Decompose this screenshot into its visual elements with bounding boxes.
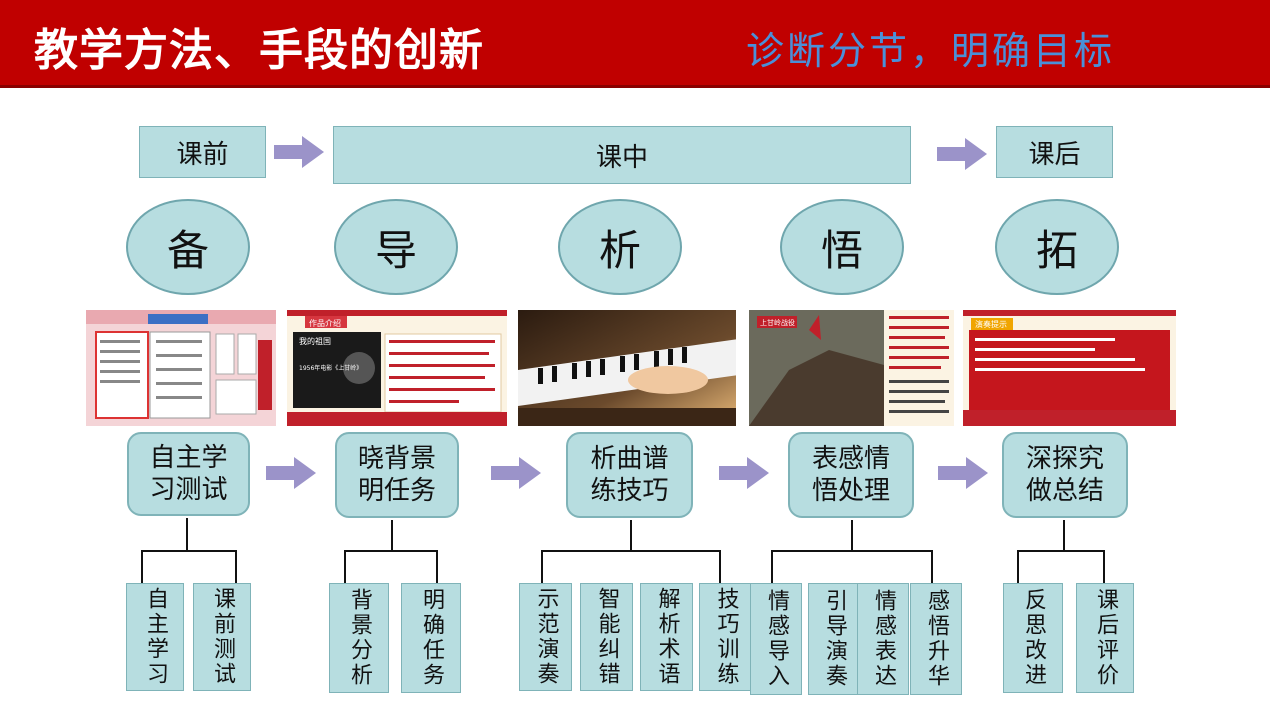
thumbnail-caption: 1956年电影《上甘岭》 <box>299 364 362 372</box>
sub-emotion-intro: 情感导入 <box>750 583 802 695</box>
sub-reflection: 反思改进 <box>1003 583 1063 693</box>
connector-line <box>630 520 632 551</box>
connector-line <box>1017 550 1019 583</box>
connector-line <box>931 550 933 583</box>
sub-emotion-expression: 情感表达 <box>857 583 909 695</box>
sub-after-class-evaluation: 课后评价 <box>1076 583 1134 693</box>
connector-line <box>541 550 721 552</box>
phase-after: 课后 <box>996 126 1113 178</box>
connector-line <box>719 550 721 583</box>
connector-line <box>141 550 143 583</box>
step-background-task: 晓背景明任务 <box>335 432 459 518</box>
stage-circle-guide: 导 <box>334 199 458 295</box>
arrow-icon <box>266 457 316 489</box>
arrow-icon <box>719 457 769 489</box>
sub-demonstration: 示范演奏 <box>519 583 572 691</box>
sub-pre-class-test: 课前测试 <box>193 583 251 691</box>
connector-line <box>1063 520 1065 551</box>
sub-background-analysis: 背景分析 <box>329 583 389 693</box>
connector-line <box>344 550 438 552</box>
connector-line <box>771 550 773 583</box>
step-emotion-handling: 表感情悟处理 <box>788 432 914 518</box>
step-self-study-test: 自主学习测试 <box>127 432 250 516</box>
stage-circle-analyze: 析 <box>558 199 682 295</box>
sub-guided-playing: 引导演奏 <box>808 583 860 695</box>
arrow-icon <box>274 136 324 168</box>
thumbnail-tag-text: 演奏提示 <box>975 319 1007 329</box>
connector-line <box>436 550 438 583</box>
connector-line <box>851 520 853 551</box>
sub-technique-training: 技巧训练 <box>699 583 752 691</box>
thumbnail-performance-tips: 演奏提示 <box>963 310 1176 426</box>
connector-line <box>391 520 393 551</box>
thumbnail-piano-photo <box>518 310 736 426</box>
sub-self-study: 自主学习 <box>126 583 184 691</box>
sub-smart-correction: 智能纠错 <box>580 583 633 691</box>
page-title: 教学方法、手段的创新 <box>34 25 484 76</box>
connector-line <box>541 550 543 583</box>
connector-line <box>771 550 933 552</box>
step-explore-summarize: 深探究做总结 <box>1002 432 1128 518</box>
sub-sublimation: 感悟升华 <box>910 583 962 695</box>
arrow-icon <box>491 457 541 489</box>
phase-during: 课中 <box>333 126 911 184</box>
stage-circle-expand: 拓 <box>995 199 1119 295</box>
sub-clarify-task: 明确任务 <box>401 583 461 693</box>
sub-terminology: 解析术语 <box>640 583 693 691</box>
connector-line <box>186 518 188 551</box>
connector-line <box>235 550 237 583</box>
stage-circle-prepare: 备 <box>126 199 250 295</box>
thumbnail-self-study <box>86 310 276 426</box>
phase-before: 课前 <box>139 126 266 178</box>
thumbnail-work-intro: 作品介绍 我的祖国 1956年电影《上甘岭》 <box>287 310 507 426</box>
header-bar <box>0 0 1270 88</box>
connector-line <box>1017 550 1105 552</box>
thumbnail-photo-title: 我的祖国 <box>299 336 331 346</box>
step-score-technique: 析曲谱练技巧 <box>566 432 693 518</box>
thumbnail-battle-history: 上甘岭战役 <box>749 310 954 426</box>
stage-circle-comprehend: 悟 <box>780 199 904 295</box>
connector-line <box>344 550 346 583</box>
page-subtitle: 诊断分节，明确目标 <box>746 29 1116 73</box>
thumbnail-tag-text: 作品介绍 <box>309 318 341 328</box>
connector-line <box>141 550 237 552</box>
thumbnail-tag-text: 上甘岭战役 <box>760 318 795 327</box>
arrow-icon <box>937 138 987 170</box>
arrow-icon <box>938 457 988 489</box>
connector-line <box>1103 550 1105 583</box>
